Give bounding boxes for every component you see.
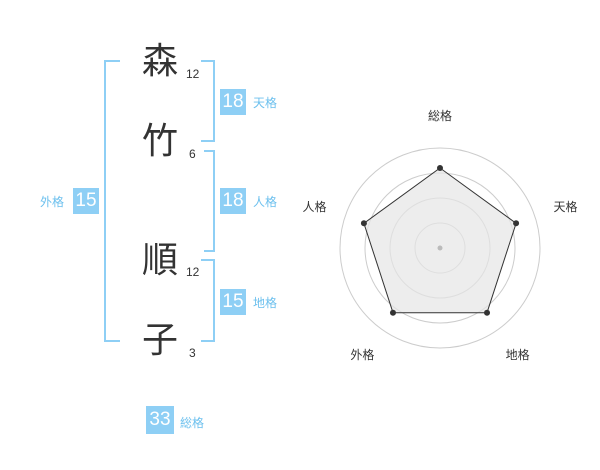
tenkaku-label: 天格: [253, 96, 278, 110]
radar-axis-label-4: 外格: [350, 347, 374, 362]
radar-axis-label-2: 天格: [553, 199, 577, 214]
radar-point-3: [484, 309, 491, 316]
soukaku-value-box: 33: [146, 406, 174, 434]
radar-point-2: [513, 220, 520, 227]
jinkaku-value-box: 18: [220, 188, 246, 214]
gaikaku-value-box: 15: [73, 188, 99, 214]
name-char-4: 子: [141, 320, 178, 361]
chikaku-label: 地格: [253, 296, 278, 310]
stroke-count-2: 6: [189, 147, 196, 161]
stroke-count-4: 3: [189, 346, 196, 360]
chikaku-value-box: 15: [220, 289, 246, 315]
radar-center-dot: [437, 245, 443, 251]
radar-polygon: [363, 167, 517, 314]
tenkaku-value-box: 18: [220, 89, 246, 115]
name-char-3: 順: [141, 240, 178, 281]
gaikaku-label: 外格: [40, 195, 65, 209]
radar-ring: [339, 147, 541, 349]
radar-point-1: [437, 165, 443, 171]
chikaku-bracket: [201, 259, 215, 342]
radar-axis-label-3: 地格: [506, 347, 530, 362]
radar-axis-label-5: 人格: [302, 199, 326, 214]
name-char-2: 竹: [141, 121, 178, 162]
stroke-count-3: 12: [186, 265, 200, 279]
stroke-count-1: 12: [186, 67, 200, 81]
radar-axis-label-1: 総格: [428, 108, 452, 123]
gaikaku-bracket: [104, 60, 120, 342]
tenkaku-bracket: [201, 60, 215, 142]
radar-point-5: [360, 220, 367, 227]
name-fortune-diagram: 森 12 竹 6 順 12 子 3 15 外格 18 天格 18 人格 15 地…: [40, 41, 278, 434]
soukaku-label: 総格: [180, 416, 205, 430]
name-char-1: 森: [141, 41, 178, 82]
jinkaku-bracket: [204, 150, 215, 252]
radar-point-4: [389, 309, 396, 316]
jinkaku-label: 人格: [253, 195, 278, 209]
